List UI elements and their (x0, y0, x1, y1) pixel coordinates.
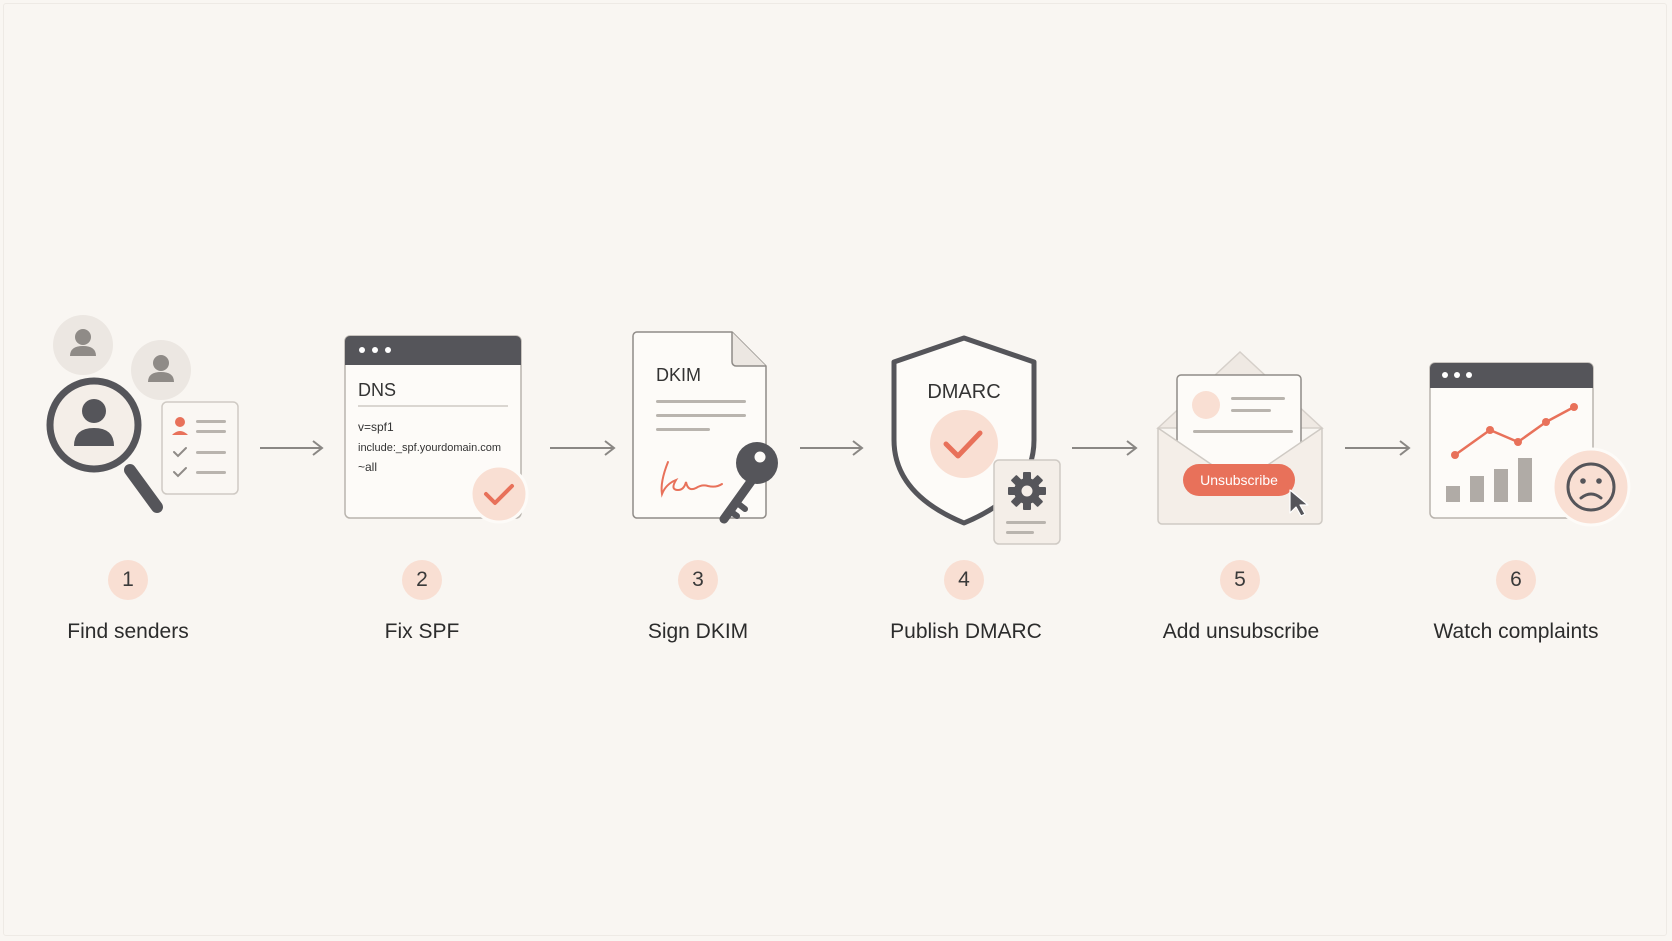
arrow-2-to-3 (550, 440, 616, 456)
dns-line-3: ~all (358, 460, 377, 474)
step-number-5: 5 (1220, 560, 1260, 600)
signature-icon (660, 461, 723, 498)
unsubscribe-button[interactable] (1183, 464, 1295, 496)
magnifier-user-icon (46, 377, 163, 513)
step1-illustration (46, 315, 239, 513)
dns-line-1: v=spf1 (358, 420, 394, 434)
arrow-3-to-4 (800, 440, 864, 456)
arrow-4-to-5 (1072, 440, 1138, 456)
analytics-window-illustration (1429, 362, 1631, 527)
step-number-3: 3 (678, 560, 718, 600)
checklist-icon (161, 401, 239, 495)
step-label-fix-spf: Fix SPF (384, 620, 460, 643)
arrow-5-to-6 (1345, 440, 1411, 456)
key-icon (719, 442, 778, 524)
gear-document-icon (993, 459, 1061, 545)
dkim-document-illustration: DKIM (632, 331, 778, 524)
step-label-sign-dkim: Sign DKIM (647, 620, 749, 643)
dmarc-shield-illustration: DMARC (891, 335, 1061, 545)
dns-title: DNS (358, 380, 396, 400)
document-icon (632, 331, 767, 519)
arrow-1-to-2 (260, 440, 324, 456)
line-chart-icon (1451, 403, 1578, 459)
step-number-2: 2 (402, 560, 442, 600)
envelope-illustration: Unsubscribe (1156, 350, 1324, 525)
browser-window-icon (344, 335, 522, 519)
user-avatar-icon (53, 315, 113, 375)
step-number-6: 6 (1496, 560, 1536, 600)
envelope-icon (1156, 350, 1324, 525)
step-number-1: 1 (108, 560, 148, 600)
cursor-icon (1289, 489, 1309, 517)
dkim-title: DKIM (656, 365, 701, 385)
check-badge-icon (469, 464, 529, 524)
step-label-find-senders: Find senders (67, 620, 189, 643)
sad-face-icon (1551, 447, 1631, 527)
outer-frame (3, 3, 1667, 936)
step-label-add-unsubscribe: Add unsubscribe (1162, 620, 1320, 643)
user-avatar-icon (131, 340, 191, 400)
bar-chart-icon (1446, 458, 1532, 502)
check-icon (930, 410, 998, 478)
step-label-publish-dmarc: Publish DMARC (890, 620, 1042, 643)
unsubscribe-button-label: Unsubscribe (1200, 472, 1278, 488)
dmarc-title: DMARC (927, 381, 1000, 403)
dns-window-illustration: DNS v=spf1 include:_spf.yourdomain.com ~… (344, 335, 529, 524)
step-label-watch-complaints: Watch complaints (1433, 620, 1599, 643)
step-number-4: 4 (944, 560, 984, 600)
dns-line-2: include:_spf.yourdomain.com (358, 442, 501, 454)
